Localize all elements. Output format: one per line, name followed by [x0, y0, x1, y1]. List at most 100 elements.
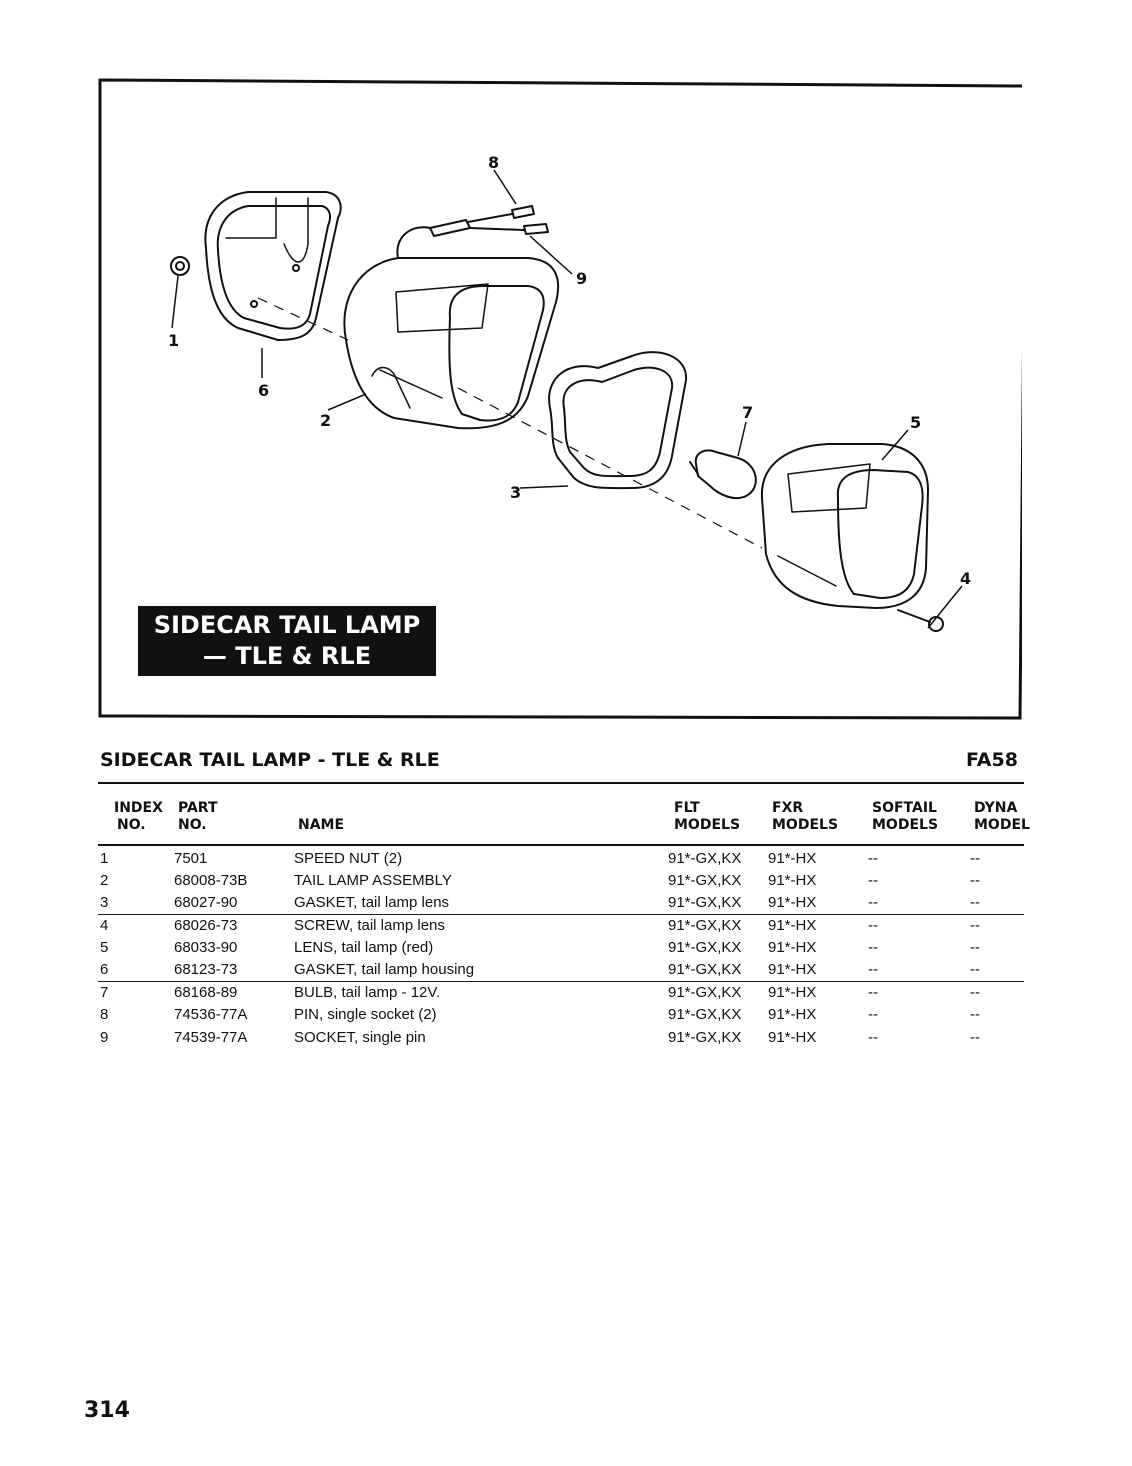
callout-1: 1 — [168, 331, 179, 350]
screw-part — [897, 609, 944, 632]
cell-name: BULB, tail lamp - 12V. — [294, 984, 441, 1001]
callout-6: 6 — [258, 381, 269, 400]
table-row: 6 68123-73 GASKET, tail lamp housing 91*… — [98, 959, 1024, 982]
cell-fxr: 91*-HX — [768, 872, 817, 889]
housing-gasket-part — [204, 191, 342, 341]
diagram-title-badge: SIDECAR TAIL LAMP — TLE & RLE — [138, 606, 436, 676]
cell-name: GASKET, tail lamp lens — [294, 894, 450, 911]
cell-part: 7501 — [174, 850, 208, 867]
cell-dyna: -- — [970, 1006, 980, 1023]
cell-index: 5 — [100, 939, 109, 956]
cell-fxr: 91*-HX — [768, 1006, 817, 1023]
table-row: 9 74539-77A SOCKET, single pin 91*-GX,KX… — [98, 1027, 1024, 1049]
cell-name: SPEED NUT (2) — [294, 850, 403, 867]
cell-dyna: -- — [970, 961, 980, 978]
section-title: SIDECAR TAIL LAMP - TLE & RLE — [100, 749, 440, 771]
cell-dyna: -- — [970, 894, 980, 911]
cell-index: 9 — [100, 1029, 109, 1046]
cell-softail: -- — [868, 1029, 878, 1046]
header-softail: SOFTAIL MODELS — [872, 800, 938, 834]
cell-softail: -- — [868, 1006, 878, 1023]
cell-dyna: -- — [970, 939, 980, 956]
cell-softail: -- — [868, 894, 878, 911]
callout-3: 3 — [510, 483, 521, 502]
cell-softail: -- — [868, 939, 878, 956]
cell-dyna: -- — [970, 917, 980, 934]
header-dyna-line1: DYNA — [974, 800, 1018, 816]
page-number: 314 — [84, 1398, 130, 1423]
cell-dyna: -- — [970, 1029, 980, 1046]
callout-leaders — [171, 169, 963, 629]
cell-softail: -- — [868, 850, 878, 867]
cell-fxr: 91*-HX — [768, 1029, 817, 1046]
table-row: 7 68168-89 BULB, tail lamp - 12V. 91*-GX… — [98, 982, 1024, 1004]
cell-part: 68027-90 — [174, 894, 238, 911]
header-index-line1: INDEX — [114, 800, 163, 816]
cell-fxr: 91*-HX — [768, 917, 817, 934]
cell-softail: -- — [868, 984, 878, 1001]
cell-name: TAIL LAMP ASSEMBLY — [294, 872, 452, 889]
callout-5: 5 — [910, 413, 921, 432]
table-row: 5 68033-90 LENS, tail lamp (red) 91*-GX,… — [98, 937, 1024, 959]
cell-dyna: -- — [970, 850, 980, 867]
cell-part: 68168-89 — [174, 984, 238, 1001]
cell-index: 2 — [100, 872, 109, 889]
cell-part: 74536-77A — [174, 1006, 248, 1023]
cell-flt: 91*-GX,KX — [668, 1006, 742, 1023]
header-divider — [98, 844, 1024, 846]
cell-softail: -- — [868, 961, 878, 978]
cell-name: SOCKET, single pin — [294, 1029, 426, 1046]
cell-fxr: 91*-HX — [768, 961, 817, 978]
tail-lamp-assembly-part — [343, 205, 560, 430]
cell-part: 68026-73 — [174, 917, 238, 934]
cell-fxr: 91*-HX — [768, 850, 817, 867]
table-row: 4 68026-73 SCREW, tail lamp lens 91*-GX,… — [98, 915, 1024, 937]
cell-index: 6 — [100, 961, 109, 978]
callout-4: 4 — [960, 569, 971, 588]
cell-flt: 91*-GX,KX — [668, 961, 742, 978]
header-part: PART NO. — [178, 800, 218, 834]
header-index: INDEX NO. — [114, 800, 163, 834]
diagram-border — [98, 78, 1022, 720]
cell-flt: 91*-GX,KX — [668, 850, 742, 867]
assembly-centerlines — [257, 297, 763, 549]
callout-9: 9 — [576, 269, 587, 288]
cell-softail: -- — [868, 872, 878, 889]
header-dyna-line2: MODEL — [974, 817, 1030, 833]
cell-fxr: 91*-HX — [768, 939, 817, 956]
diagram-title-line2: — TLE & RLE — [202, 642, 372, 670]
header-flt: FLT MODELS — [674, 800, 740, 834]
cell-fxr: 91*-HX — [768, 984, 817, 1001]
callout-8: 8 — [488, 153, 499, 172]
cell-index: 7 — [100, 984, 109, 1001]
bulb-part — [689, 449, 757, 500]
header-index-line2: NO. — [117, 817, 146, 833]
cell-part: 68008-73B — [174, 872, 248, 889]
cell-index: 1 — [100, 850, 109, 867]
callout-7: 7 — [742, 403, 753, 422]
table-row: 8 74536-77A PIN, single socket (2) 91*-G… — [98, 1004, 1024, 1026]
cell-name: LENS, tail lamp (red) — [294, 939, 434, 956]
cell-name: GASKET, tail lamp housing — [294, 961, 475, 978]
header-name-line1 — [298, 800, 344, 817]
cell-part: 68033-90 — [174, 939, 238, 956]
cell-flt: 91*-GX,KX — [668, 894, 742, 911]
table-row: 1 7501 SPEED NUT (2) 91*-GX,KX 91*-HX --… — [98, 848, 1024, 870]
cell-dyna: -- — [970, 984, 980, 1001]
header-fxr-line1: FXR — [772, 800, 804, 816]
cell-flt: 91*-GX,KX — [668, 939, 742, 956]
cell-index: 4 — [100, 917, 109, 934]
cell-dyna: -- — [970, 872, 980, 889]
cell-part: 74539-77A — [174, 1029, 248, 1046]
cell-flt: 91*-GX,KX — [668, 1029, 742, 1046]
header-softail-line1: SOFTAIL — [872, 800, 937, 816]
section-code: FA58 — [966, 749, 1018, 771]
speed-nut-part — [170, 256, 190, 276]
cell-flt: 91*-GX,KX — [668, 872, 742, 889]
table-row: 3 68027-90 GASKET, tail lamp lens 91*-GX… — [98, 892, 1024, 915]
lens-gasket-part — [548, 351, 688, 490]
header-name: NAME — [298, 800, 344, 834]
table-row: 2 68008-73B TAIL LAMP ASSEMBLY 91*-GX,KX… — [98, 870, 1024, 892]
cell-part: 68123-73 — [174, 961, 238, 978]
cell-index: 3 — [100, 894, 109, 911]
